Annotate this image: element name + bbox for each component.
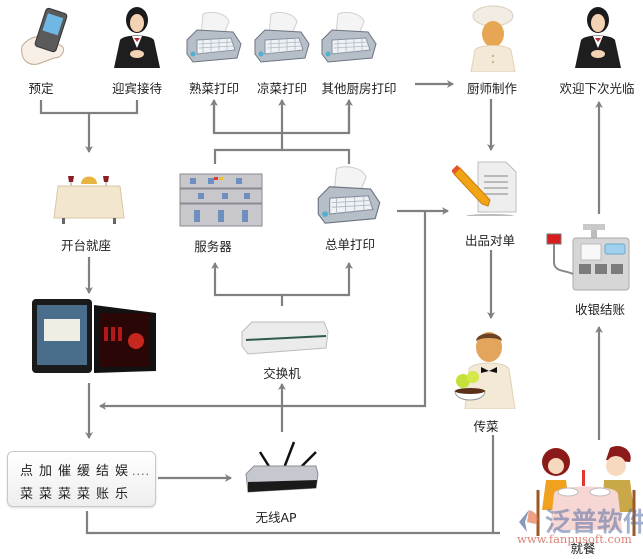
function-char: 菜	[76, 487, 90, 502]
brand-logo-icon	[519, 510, 538, 532]
server-rack-icon	[178, 172, 264, 232]
connector-bottom-loop	[85, 511, 500, 535]
ordering-functions-panel: 点 加 催 缓 结 娱 菜 菜 菜 菜 账 乐 ····	[7, 451, 156, 507]
cash-register-icon	[545, 222, 637, 298]
printer-icon	[251, 10, 313, 72]
function-char: 菜	[38, 487, 52, 502]
connector-server-print-top	[213, 133, 351, 164]
document-pencil-icon	[451, 160, 524, 220]
functions-grid: 点 加 催 缓 结 娱 菜 菜 菜 菜 账 乐	[17, 460, 131, 502]
network-switch-icon	[238, 318, 330, 362]
wireless-router-icon	[244, 440, 320, 500]
connector-reserve-greeter	[39, 100, 139, 115]
dining-table-icon	[52, 166, 126, 230]
watermark-brand: 泛普软件	[545, 508, 643, 538]
node-cashier-label: 收银结账	[574, 302, 626, 317]
printer-icon	[312, 164, 386, 234]
receptionist-icon	[569, 4, 627, 74]
function-char: 菜	[19, 487, 33, 502]
connector-switch-up	[211, 262, 284, 306]
function-char: 加	[38, 464, 52, 479]
mobile-phone-icon	[18, 6, 78, 72]
node-server-label: 服务器	[194, 239, 232, 254]
function-char: 结	[95, 464, 109, 479]
receptionist-icon	[108, 4, 166, 74]
diners-icon	[534, 440, 638, 542]
node-switch-label: 交换机	[263, 366, 301, 381]
node-greeter-label: 迎宾接待	[111, 81, 163, 96]
node-chef-label: 厨师制作	[466, 81, 518, 96]
watermark-url: www.fanpusoft.com	[517, 532, 632, 546]
node-checklist-label: 出品对单	[464, 233, 516, 248]
printer-icon	[183, 10, 245, 72]
function-char: 账	[95, 487, 109, 502]
function-char: 娱	[114, 464, 128, 479]
node-print-hot-label: 熟菜打印	[188, 81, 240, 96]
connector-loop-to-tablets	[99, 211, 427, 410]
more-ellipsis: ····	[132, 468, 150, 481]
waiter-icon	[449, 329, 525, 413]
function-char: 菜	[57, 487, 71, 502]
tablet-icon	[32, 299, 158, 383]
chef-icon	[465, 4, 521, 76]
node-dining-label: 就餐	[570, 541, 596, 556]
node-print-other-label: 其他厨房打印	[321, 81, 397, 96]
function-char: 缓	[76, 464, 90, 479]
node-wireless-ap-label: 无线AP	[255, 510, 297, 525]
node-farewell-label: 欢迎下次光临	[559, 81, 635, 96]
node-reserve-label: 预定	[28, 81, 54, 96]
node-waiter-label: 传菜	[473, 419, 499, 434]
printer-icon	[318, 10, 380, 72]
function-char: 乐	[114, 487, 128, 502]
function-char: 催	[57, 464, 71, 479]
function-char: 点	[19, 464, 33, 479]
node-seat-label: 开台就座	[60, 238, 112, 253]
node-print-cold-label: 凉菜打印	[256, 81, 308, 96]
node-master-print-label: 总单打印	[324, 237, 376, 252]
connector-switch-up-right	[282, 262, 353, 297]
